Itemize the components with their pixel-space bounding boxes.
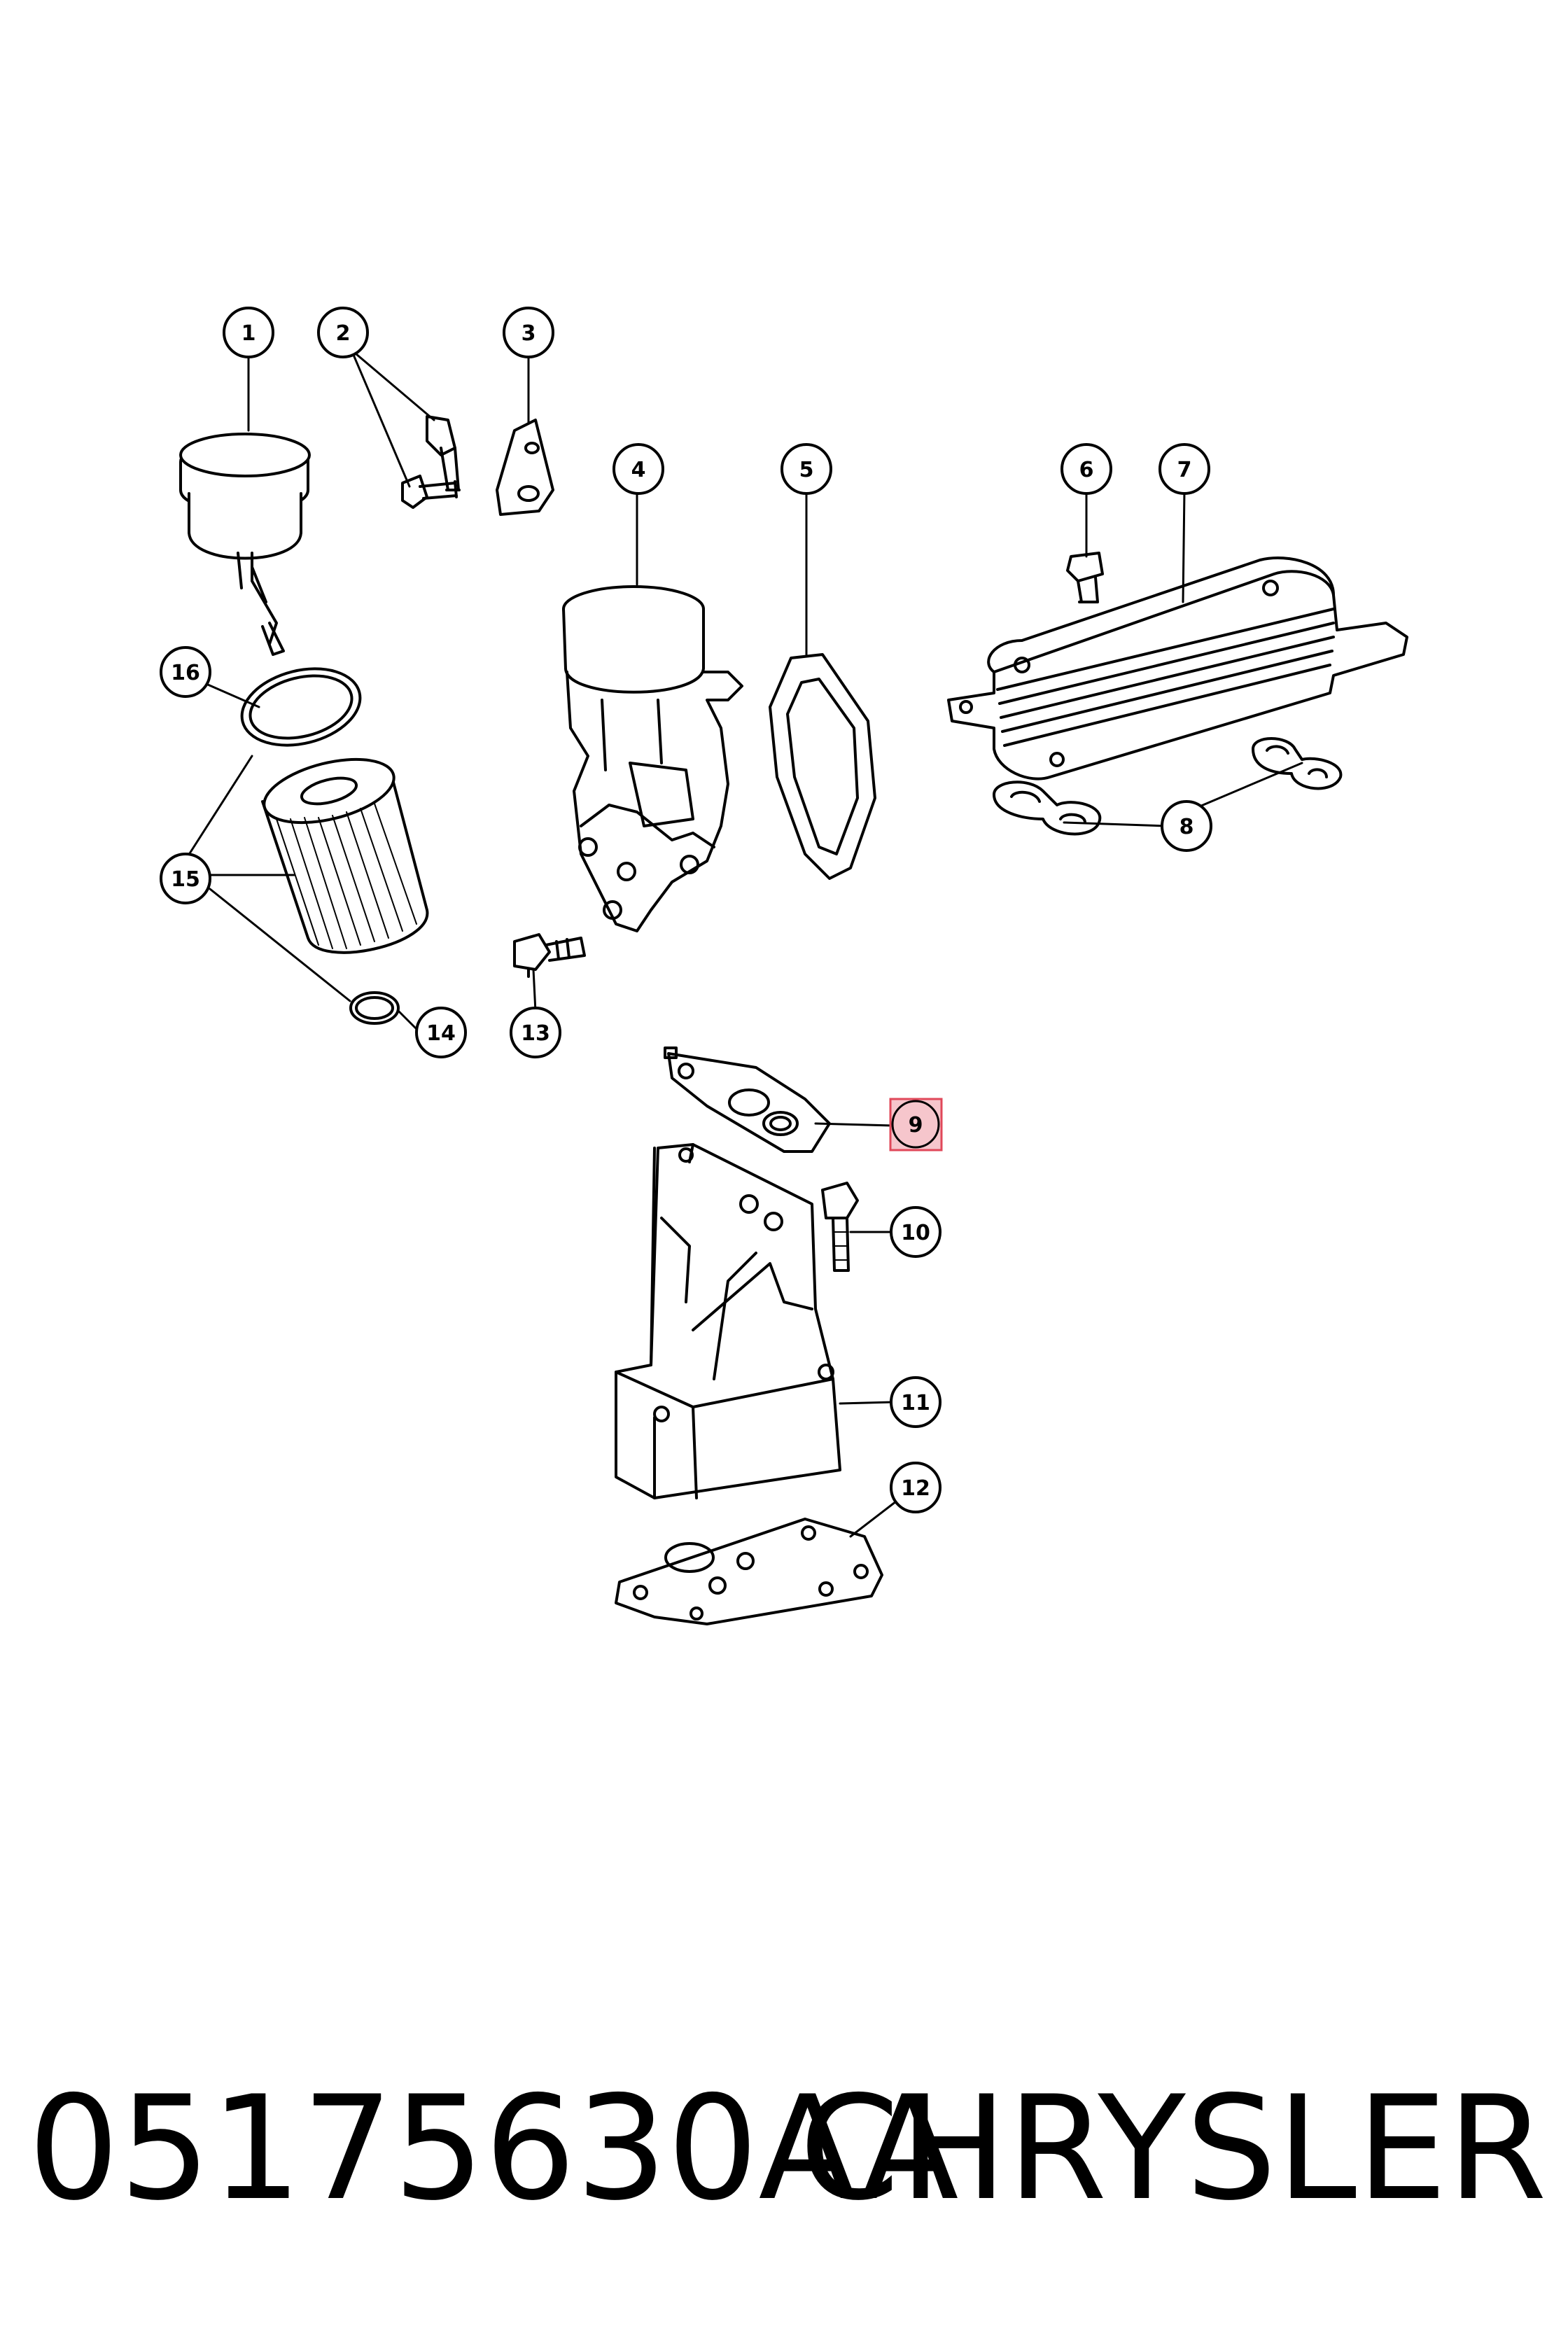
part-7-oil-cooler [947, 556, 1408, 780]
leader-lines [183, 349, 1303, 1538]
callout-label: 4 [631, 458, 646, 482]
callout-label: 5 [799, 458, 814, 482]
callout-label: 11 [901, 1391, 930, 1415]
callout-label: 8 [1180, 815, 1194, 839]
callout-label: 9 [909, 1113, 923, 1138]
callout-label: 14 [426, 1021, 456, 1046]
part-15-filter-element [261, 757, 429, 954]
part-4-filter-housing [562, 585, 743, 932]
callout-10[interactable]: 10 [890, 1206, 941, 1258]
callout-label: 13 [521, 1021, 550, 1046]
part-1-oil-filter-cap [179, 433, 311, 656]
part-14-small-o-ring [349, 991, 400, 1025]
callout-15[interactable]: 15 [160, 853, 211, 904]
callout-2[interactable]: 2 [317, 307, 369, 358]
callouts: 1 2 3 4 5 6 7 8 [160, 307, 1212, 1513]
part-number: 05175630AA [28, 2066, 959, 2232]
part-16-o-ring [240, 667, 362, 747]
callout-label: 15 [171, 867, 200, 892]
callout-6[interactable]: 6 [1060, 443, 1112, 495]
callout-label: 7 [1177, 458, 1192, 482]
callout-9[interactable]: 9 [889, 1098, 943, 1152]
callout-label: 3 [522, 321, 536, 346]
callout-1[interactable]: 1 [223, 307, 274, 358]
part-2-bolts [401, 415, 461, 509]
callout-4[interactable]: 4 [612, 443, 664, 495]
part-11-filter-adapter [615, 1143, 841, 1499]
callout-label: 1 [241, 321, 256, 346]
callout-11[interactable]: 11 [890, 1376, 941, 1428]
part-3-bracket [496, 419, 554, 516]
callout-3[interactable]: 3 [503, 307, 554, 358]
callout-label: 12 [901, 1476, 930, 1501]
callout-8[interactable]: 8 [1161, 800, 1212, 852]
callout-label: 16 [171, 661, 200, 685]
callout-12[interactable]: 12 [890, 1462, 941, 1513]
callout-label: 10 [901, 1221, 930, 1245]
footer: 05175630AA CHRYSLER [28, 2058, 1547, 2240]
callout-label: 2 [336, 321, 351, 346]
part-9-gasket-plate [664, 1046, 831, 1153]
brand-name: CHRYSLER [799, 2066, 1547, 2232]
callout-7[interactable]: 7 [1158, 443, 1210, 495]
part-13-bolt [513, 933, 586, 978]
part-10-bolt [821, 1182, 859, 1272]
part-12-bottom-gasket [615, 1518, 883, 1625]
callout-5[interactable]: 5 [780, 443, 832, 495]
callout-14[interactable]: 14 [415, 1007, 467, 1058]
part-6-bolt [1066, 552, 1104, 603]
callout-label: 6 [1079, 458, 1094, 482]
part-8-seal-rings [993, 737, 1343, 836]
part-5-gasket [769, 653, 876, 880]
callout-16[interactable]: 16 [160, 646, 211, 698]
callout-13[interactable]: 13 [510, 1007, 561, 1058]
